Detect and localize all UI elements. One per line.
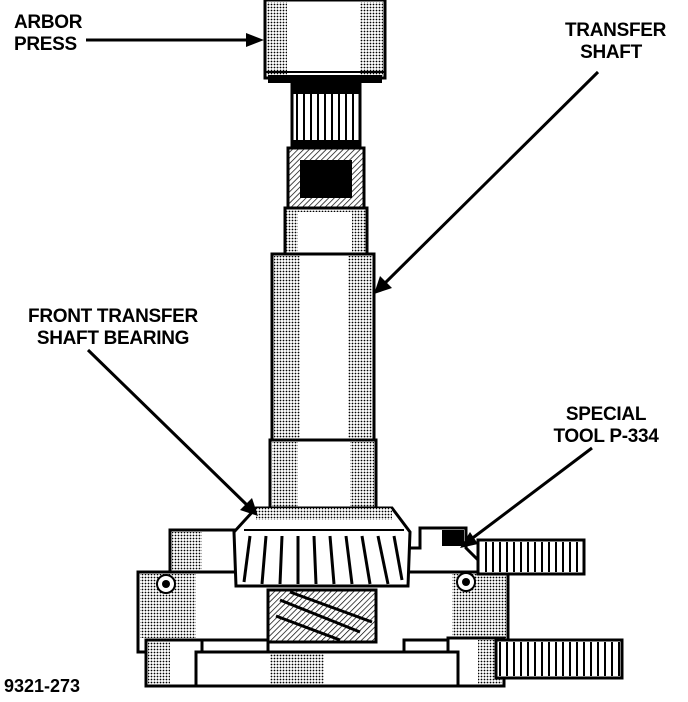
label-arbor-press: ARBOR PRESS	[14, 12, 83, 55]
leader-special-tool	[460, 446, 593, 548]
puller-bolt-lower	[494, 638, 624, 680]
transfer-shaft	[268, 82, 378, 532]
leader-front-bearing	[86, 348, 258, 516]
puller-bolt-upper	[476, 538, 586, 576]
front-transfer-shaft-bearing	[232, 506, 412, 588]
label-front-transfer-shaft-bearing: FRONT TRANSFER SHAFT BEARING	[28, 306, 198, 349]
arbor-press-ram	[263, 0, 387, 83]
leader-transfer-shaft	[374, 70, 600, 294]
label-transfer-shaft: TRANSFER SHAFT	[565, 20, 667, 63]
label-special-tool: SPECIAL TOOL P-334	[553, 404, 659, 447]
leader-arbor-press	[86, 33, 264, 47]
figure-number: 9321-273	[4, 676, 81, 696]
